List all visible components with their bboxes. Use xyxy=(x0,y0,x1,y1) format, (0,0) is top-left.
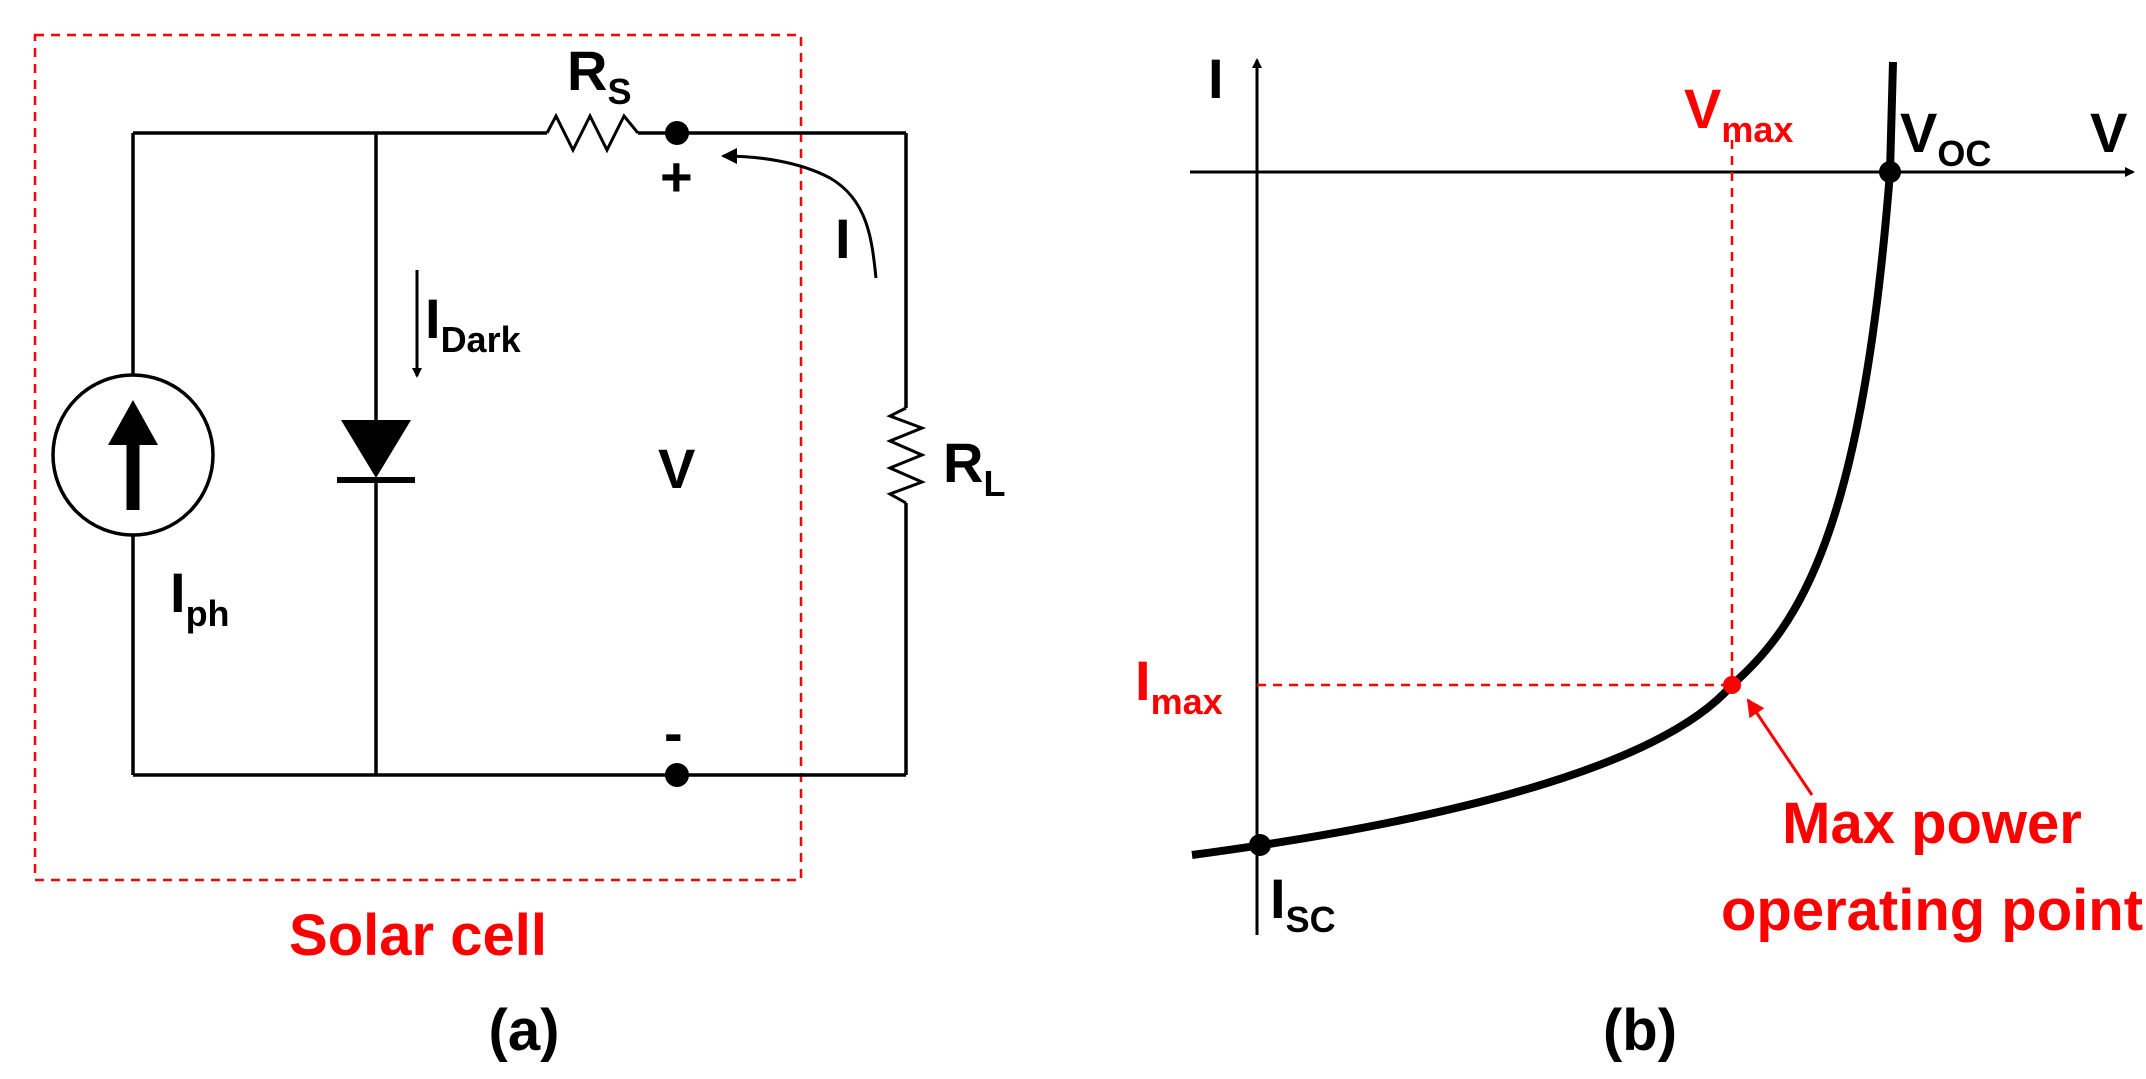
imax-label: Imax xyxy=(1135,649,1223,722)
solar-cell-boundary-box xyxy=(33,33,803,882)
isc-label: ISC xyxy=(1270,867,1336,940)
max-power-annotation-arrow xyxy=(1746,698,1814,796)
dark-current-label: IDark xyxy=(425,287,522,360)
iv-curve xyxy=(1191,61,1897,859)
panel-b-caption: (b) xyxy=(1603,998,1677,1063)
voltage-label: V xyxy=(658,437,695,500)
max-power-point xyxy=(1723,676,1741,694)
panel-b-iv-plot: I V VOC Vmax Imax ISC Max power operatin… xyxy=(1135,47,2143,1063)
panel-a-caption: (a) xyxy=(489,998,560,1063)
voc-label: VOC xyxy=(1900,101,1991,174)
plus-sign-label: + xyxy=(660,145,693,208)
photocurrent-source xyxy=(51,373,215,537)
panel-a-circuit: RS + I IDark V RL Iph - Solar cell (a) xyxy=(33,33,1005,1063)
load-resistor xyxy=(886,406,927,505)
diode-symbol xyxy=(337,420,415,483)
photocurrent-label: Iph xyxy=(170,561,230,634)
series-resistor xyxy=(545,112,640,154)
vmax-label: Vmax xyxy=(1684,77,1793,150)
negative-terminal xyxy=(665,763,689,787)
solar-cell-label: Solar cell xyxy=(289,903,547,968)
voc-point xyxy=(1879,161,1901,183)
positive-terminal xyxy=(665,121,689,145)
y-axis-label: I xyxy=(1208,47,1224,110)
isc-point xyxy=(1249,834,1271,856)
x-axis-label: V xyxy=(2090,101,2127,164)
load-current-arrow xyxy=(721,148,878,279)
max-power-annotation-line-2: operating point xyxy=(1721,878,2143,943)
circuit-wires xyxy=(131,131,908,777)
series-resistor-label: RS xyxy=(567,39,631,112)
minus-sign-label: - xyxy=(664,701,683,764)
load-current-label: I xyxy=(835,207,851,270)
max-power-annotation-line-1: Max power xyxy=(1782,791,2082,856)
load-resistor-label: RL xyxy=(943,431,1005,504)
